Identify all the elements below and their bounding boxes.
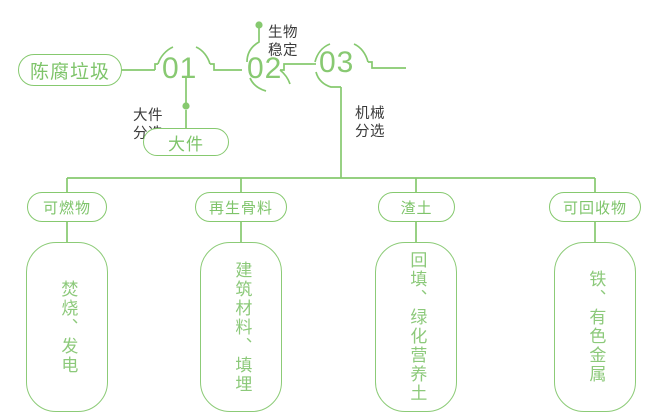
- category-pill-1[interactable]: 再生骨料: [195, 192, 287, 222]
- arc-03-top-left: [314, 43, 331, 63]
- result-box-2[interactable]: 回填、绿化营养土: [375, 242, 457, 412]
- notch-01-left: [154, 63, 158, 70]
- category-pill-0[interactable]: 可燃物: [27, 192, 107, 222]
- arc-03-top-right: [353, 43, 369, 63]
- result-box-0[interactable]: 焚烧、发电: [26, 242, 108, 412]
- result-text-1: 建筑材料、填埋: [232, 260, 252, 394]
- step-02-text: 02: [247, 52, 283, 85]
- dot-biostable: [255, 21, 263, 29]
- step-03-label: 机械 分选: [355, 86, 385, 142]
- arc-02-bottom-left: [249, 77, 267, 92]
- arc-02-right: [279, 69, 291, 85]
- arc-03-bottom: [315, 71, 341, 88]
- intermediate-output-pill[interactable]: 大件: [143, 128, 229, 156]
- category-pill-3[interactable]: 可回收物: [549, 192, 641, 222]
- dot-bulky-branch: [182, 102, 190, 110]
- result-text-3: 铁、有色金属: [586, 270, 606, 384]
- category-label-0: 可燃物: [42, 199, 91, 217]
- wire-02-to-biostable: [246, 27, 260, 63]
- category-pill-2[interactable]: 渣土: [378, 192, 455, 222]
- result-box-1[interactable]: 建筑材料、填埋: [200, 242, 282, 412]
- source-pill-label: 陈腐垃圾: [29, 61, 110, 83]
- category-label-1: 再生骨料: [208, 199, 273, 217]
- step-number-02[interactable]: 02: [247, 54, 282, 84]
- step-03-label-text: 机械 分选: [355, 105, 385, 141]
- category-label-3: 可回收物: [562, 199, 627, 217]
- step-02-label-text: 生物 稳定: [268, 24, 298, 60]
- result-text-0: 焚烧、发电: [58, 279, 78, 375]
- arc-01-top-left: [157, 46, 174, 65]
- step-number-03[interactable]: 03: [319, 48, 354, 78]
- result-text-2: 回填、绿化营养土: [407, 251, 427, 403]
- result-box-3[interactable]: 铁、有色金属: [554, 242, 636, 412]
- source-pill[interactable]: 陈腐垃圾: [18, 54, 122, 86]
- wire-01-to-02: [210, 63, 242, 71]
- step-02-label: 生物 稳定: [268, 5, 298, 61]
- step-03-text: 03: [319, 46, 355, 79]
- wire-03-tail: [368, 61, 406, 69]
- arc-01-top-right: [195, 46, 211, 65]
- step-01-text: 01: [162, 52, 198, 85]
- step-number-01[interactable]: 01: [162, 54, 197, 84]
- category-label-2: 渣土: [400, 199, 433, 217]
- wire-02-to-03: [280, 63, 312, 71]
- intermediate-output-label: 大件: [168, 134, 204, 154]
